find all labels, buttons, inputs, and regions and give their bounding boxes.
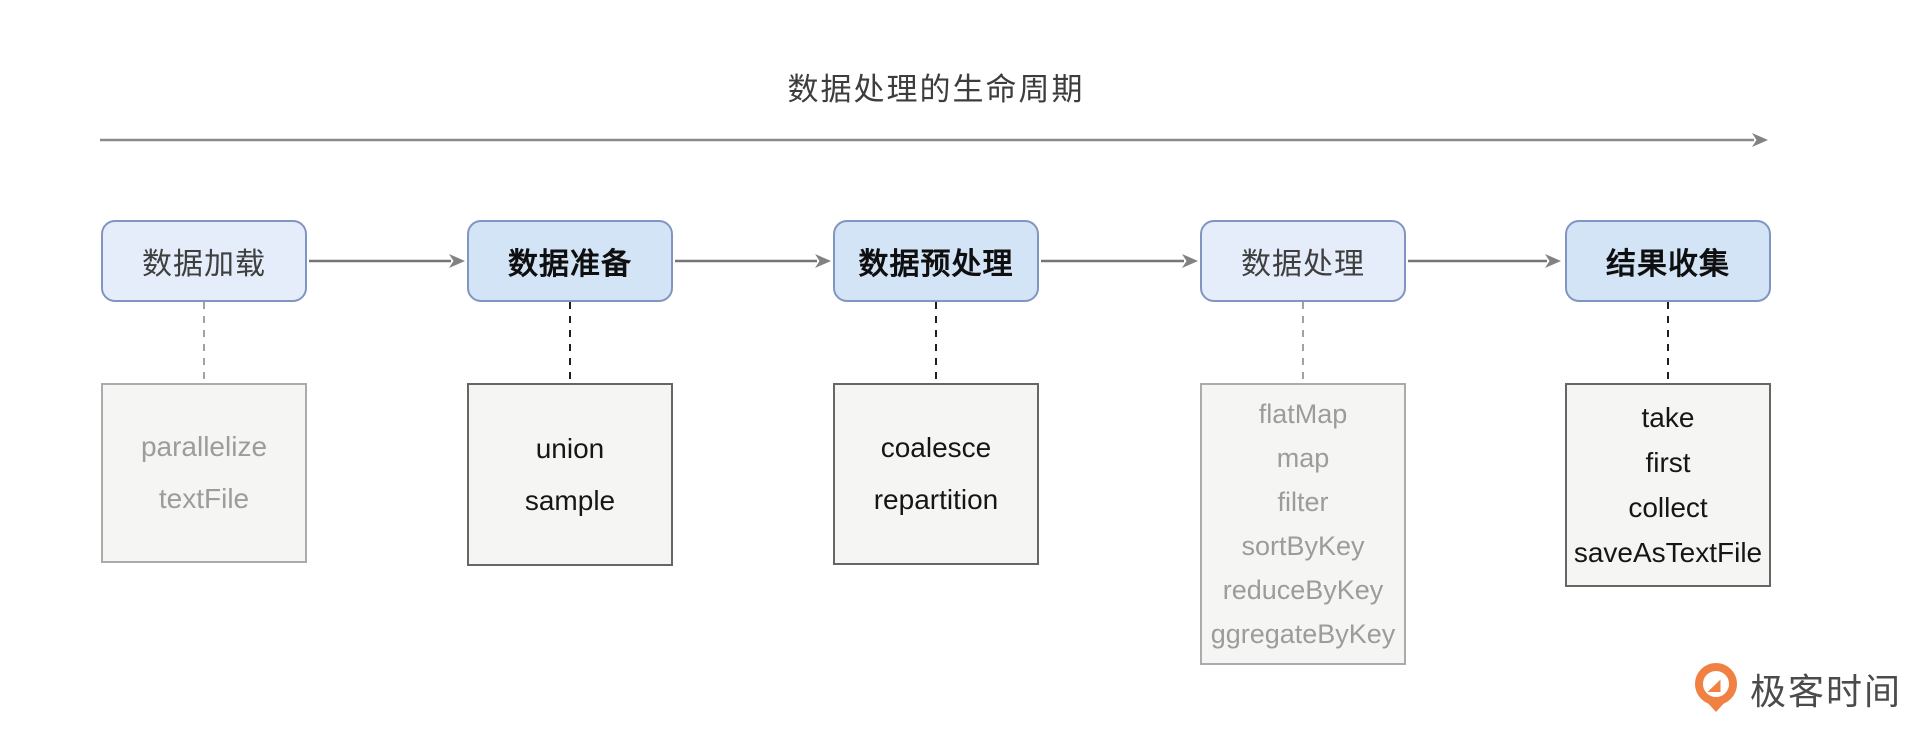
op-label: parallelize: [140, 431, 268, 462]
dashed-connector: [203, 302, 205, 383]
op-label: sortByKey: [1241, 531, 1365, 561]
stage-box-result-collection: 结果收集: [1565, 220, 1771, 302]
op-label: first: [1645, 447, 1691, 478]
op-label: map: [1276, 443, 1330, 473]
geektime-logo-text: 极客时间: [1750, 670, 1903, 712]
ops-box-data-preparation: union sample: [467, 383, 673, 566]
dashed-connector: [1302, 302, 1304, 383]
op-label: filter: [1277, 487, 1329, 517]
stage-label: 结果收集: [1606, 248, 1730, 281]
ops-box-data-processing: flatMap map filter sortByKey reduceByKey…: [1200, 383, 1406, 665]
stage-box-data-loading: 数据加载: [101, 220, 307, 302]
stage-box-data-preparation: 数据准备: [467, 220, 673, 302]
op-label: take: [1641, 402, 1695, 433]
ops-box-data-preprocessing: coalesce repartition: [833, 383, 1039, 565]
dashed-connector: [1667, 302, 1669, 383]
stage-label: 数据处理: [1241, 248, 1365, 281]
stage-label: 数据预处理: [858, 248, 1014, 281]
geektime-logo-icon: [1695, 663, 1737, 712]
op-label: flatMap: [1258, 399, 1348, 429]
stage-label: 数据准备: [508, 248, 632, 281]
ops-box-data-loading: parallelize textFile: [101, 383, 307, 563]
op-label: ggregateByKey: [1210, 619, 1396, 649]
stage-box-data-preprocessing: 数据预处理: [833, 220, 1039, 302]
op-label: reduceByKey: [1222, 575, 1384, 605]
ops-box-result-collection: take first collect saveAsTextFile: [1565, 383, 1771, 587]
op-label: sample: [524, 484, 616, 516]
op-label: coalesce: [880, 432, 992, 463]
op-label: collect: [1628, 492, 1708, 523]
op-label: repartition: [873, 484, 999, 515]
op-label: saveAsTextFile: [1573, 537, 1763, 568]
dashed-connector: [935, 302, 937, 383]
stage-label: 数据加载: [142, 248, 266, 281]
stage-box-data-processing: 数据处理: [1200, 220, 1406, 302]
dashed-connector: [569, 302, 571, 383]
op-label: union: [535, 432, 605, 464]
geektime-logo: 极客时间: [1692, 662, 1902, 715]
diagram-title: 数据处理的生命周期: [787, 72, 1085, 107]
op-label: textFile: [158, 483, 250, 514]
